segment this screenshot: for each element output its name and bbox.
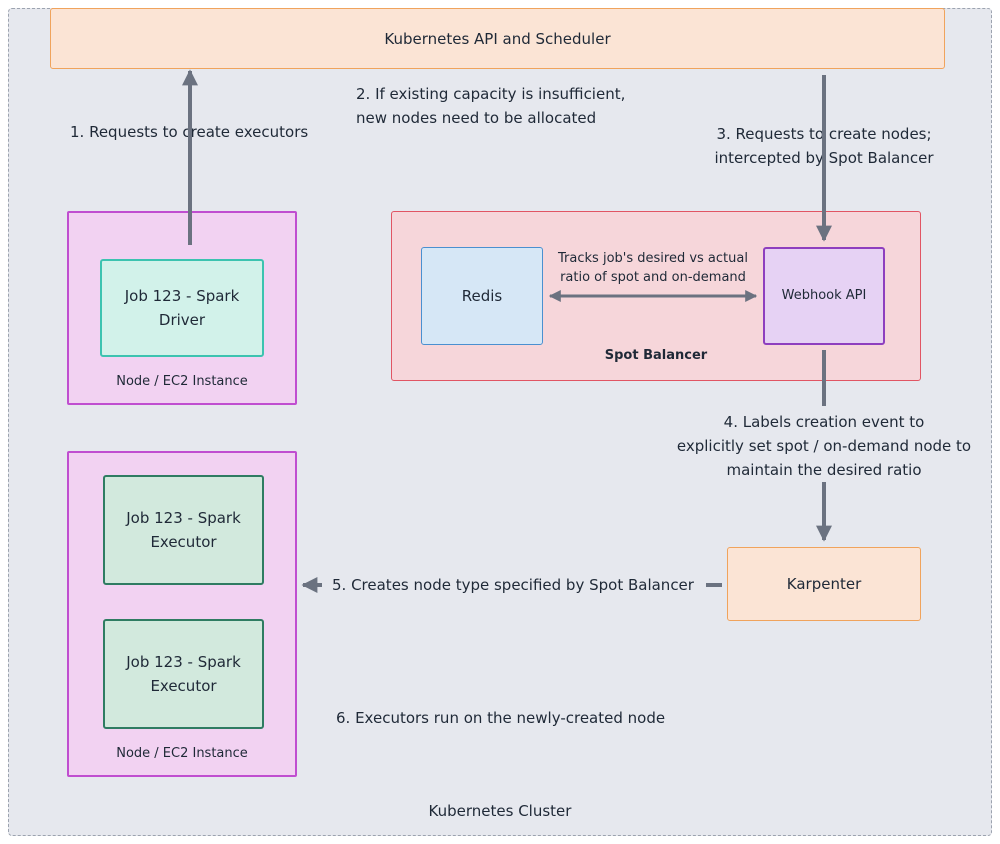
spark-executor-2-label: Job 123 - Spark Executor	[126, 653, 241, 695]
step-1-label: 1. Requests to create executors	[70, 123, 309, 141]
tracking-note: Tracks job's desired vs actual ratio of …	[558, 251, 748, 285]
spark-driver-pod[interactable]: Job 123 - Spark Driver	[100, 259, 264, 357]
kubernetes-api-label: Kubernetes API and Scheduler	[384, 29, 611, 48]
spark-executor-1-label: Job 123 - Spark Executor	[126, 509, 241, 551]
kubernetes-api-scheduler[interactable]: Kubernetes API and Scheduler	[50, 8, 945, 69]
spark-driver-label: Job 123 - Spark Driver	[124, 287, 240, 329]
webhook-api-label: Webhook API	[781, 288, 867, 303]
step-2-label: 2. If existing capacity is insufficient,…	[356, 85, 626, 127]
step-4-label: 4. Labels creation event to explicitly s…	[676, 413, 972, 479]
spot-balancer-label: Spot Balancer	[604, 348, 708, 363]
webhook-api-box[interactable]: Webhook API	[763, 247, 885, 345]
redis-label: Redis	[461, 287, 503, 305]
spark-executor-pod-1[interactable]: Job 123 - Spark Executor	[103, 475, 264, 585]
step-6-label: 6. Executors run on the newly-created no…	[336, 709, 666, 727]
cluster-label: Kubernetes Cluster	[428, 802, 572, 820]
karpenter-box[interactable]: Karpenter	[727, 547, 921, 621]
executor-node-label: Node / EC2 Instance	[116, 746, 248, 761]
karpenter-label: Karpenter	[786, 575, 862, 593]
spark-executor-pod-2[interactable]: Job 123 - Spark Executor	[103, 619, 264, 729]
step-3-label: 3. Requests to create nodes; intercepted…	[714, 125, 934, 167]
step-5-label: 5. Creates node type specified by Spot B…	[332, 576, 694, 594]
redis-box[interactable]: Redis	[421, 247, 543, 345]
driver-node-label: Node / EC2 Instance	[116, 374, 248, 389]
